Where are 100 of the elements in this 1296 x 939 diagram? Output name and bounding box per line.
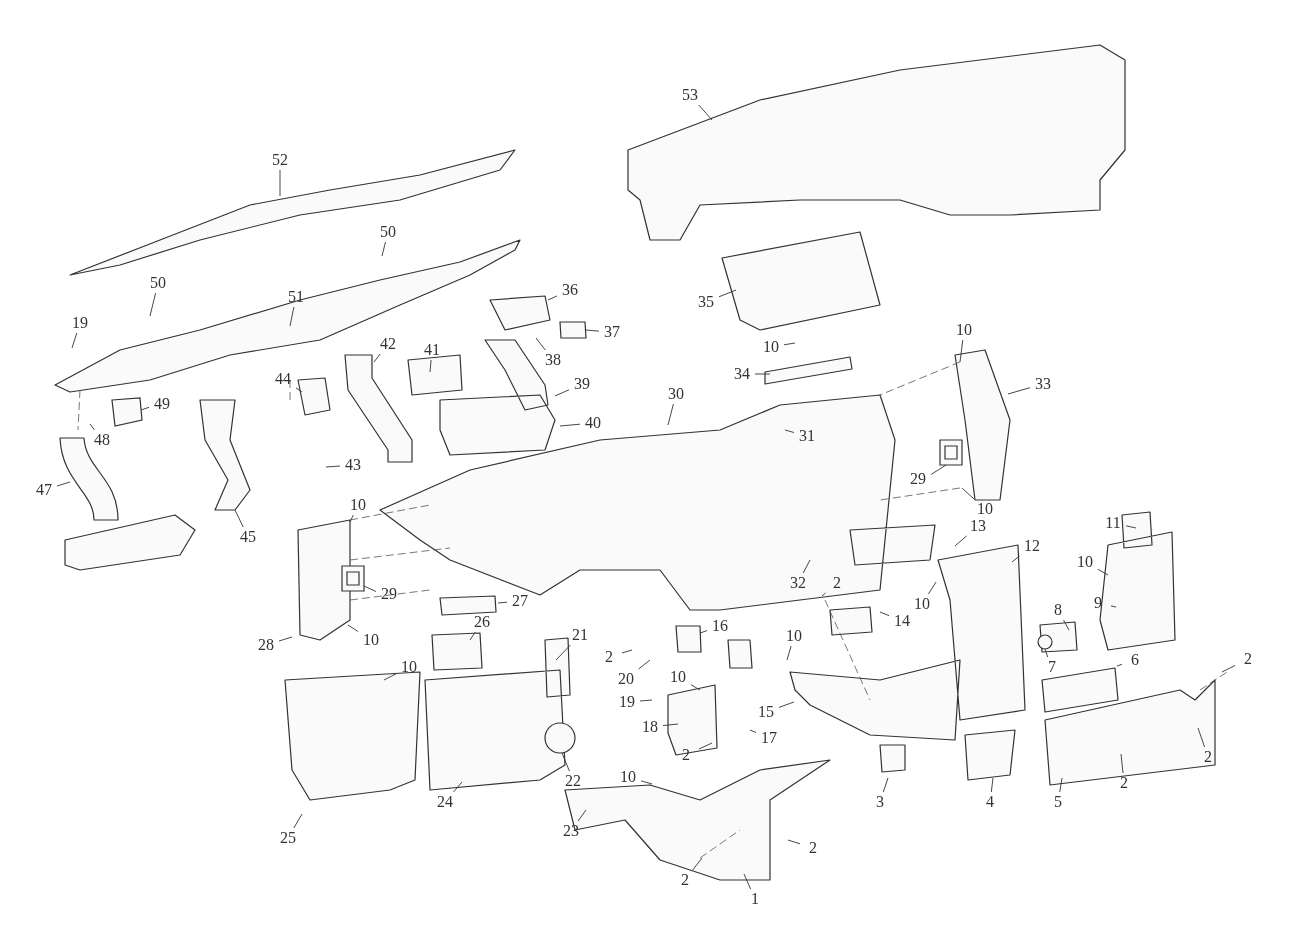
leader-line (1120, 753, 1124, 774)
callout-number: 43 (341, 456, 365, 474)
callout-number: 12 (1020, 537, 1044, 555)
callout-number: 20 (614, 670, 638, 688)
callout-number: 2 (1112, 774, 1136, 792)
leader-line (383, 673, 397, 681)
callout-number: 2 (1196, 748, 1220, 766)
callout-number: 8 (1046, 601, 1070, 619)
leader-line (1221, 665, 1236, 673)
leader-line (1097, 568, 1109, 576)
callout-number: 2 (1236, 650, 1260, 668)
leader-line (1007, 387, 1031, 395)
switch-housing (675, 625, 702, 653)
leader-line (786, 645, 792, 661)
leader-line (959, 339, 964, 363)
callout-number: 44 (271, 370, 295, 388)
callout-number: 34 (730, 365, 754, 383)
leader-line (149, 292, 157, 317)
callout-number: 15 (754, 703, 778, 721)
leader-line (692, 857, 703, 871)
leader-line (325, 465, 341, 468)
leader-line (930, 464, 947, 475)
leader-line (56, 481, 71, 487)
leader-line (234, 509, 244, 528)
leader-line (743, 873, 752, 890)
callout-number: 19 (68, 314, 92, 332)
callout-number: 10 (952, 321, 976, 339)
leader-line (1063, 619, 1070, 631)
leader-line (667, 403, 674, 426)
leader-line (373, 353, 381, 363)
callout-number: 9 (1086, 594, 1110, 612)
callout-number: 41 (420, 341, 444, 359)
callout-number: 2 (825, 574, 849, 592)
callout-number: 10 (759, 338, 783, 356)
callout-number: 37 (600, 323, 624, 341)
leader-line (787, 839, 801, 845)
leader-line (879, 611, 890, 617)
callout-number: 24 (433, 793, 457, 811)
callout-number: 10 (616, 768, 640, 786)
callout-number: 36 (558, 281, 582, 299)
leader-line (778, 701, 795, 708)
leader-line (638, 659, 651, 670)
leader-line (140, 406, 150, 411)
leader-line (453, 781, 463, 793)
callout-number: 23 (559, 822, 583, 840)
leader-line (347, 624, 359, 632)
callout-number: 10 (910, 595, 934, 613)
leader-line (1044, 648, 1049, 658)
o-ring (1037, 634, 1053, 650)
callout-number: 33 (1031, 375, 1055, 393)
leader-line (559, 423, 581, 427)
callout-number: 16 (708, 617, 732, 635)
leader-line (555, 644, 571, 661)
callout-number: 38 (541, 351, 565, 369)
round-cover (544, 722, 576, 754)
leader-line (718, 289, 737, 298)
callout-number: 13 (966, 517, 990, 535)
leader-line (640, 780, 653, 785)
callout-number: 10 (359, 631, 383, 649)
leader-line (363, 585, 377, 592)
leader-line (698, 742, 713, 750)
callout-number: 22 (561, 772, 585, 790)
callout-number: 7 (1040, 658, 1064, 676)
callout-number: 26 (470, 613, 494, 631)
leader-line (577, 809, 587, 822)
callout-number: 1 (743, 890, 767, 908)
leader-line (554, 389, 570, 397)
callout-number: 19 (615, 693, 639, 711)
leader-line (561, 752, 570, 772)
leader-line (89, 423, 95, 431)
leader-line (278, 636, 293, 642)
callout-number: 53 (678, 86, 702, 104)
leader-line (662, 723, 679, 727)
leader-line (784, 429, 795, 433)
callout-number: 39 (570, 375, 594, 393)
leader-line (71, 332, 78, 349)
callout-number: 29 (377, 585, 401, 603)
callout-number: 48 (90, 431, 114, 449)
callout-number: 6 (1123, 651, 1147, 669)
callout-number: 28 (254, 636, 278, 654)
callout-number: 2 (597, 648, 621, 666)
callout-number: 14 (890, 612, 914, 630)
callout-number: 27 (508, 592, 532, 610)
callout-number: 2 (801, 839, 825, 857)
callout-number: 25 (276, 829, 300, 847)
callout-number: 50 (146, 274, 170, 292)
callout-number: 3 (868, 793, 892, 811)
callout-number: 10 (346, 496, 370, 514)
callout-number: 4 (978, 793, 1002, 811)
callout-number: 35 (694, 293, 718, 311)
leader-line (585, 329, 600, 332)
callout-number: 2 (673, 871, 697, 889)
callout-number: 18 (638, 718, 662, 736)
leader-line (690, 684, 701, 691)
leader-line (1116, 663, 1123, 667)
leader-line (279, 169, 281, 197)
callout-number: 10 (397, 658, 421, 676)
leader-line (754, 373, 771, 375)
leader-line (1110, 605, 1117, 608)
seal-ring (939, 439, 963, 466)
